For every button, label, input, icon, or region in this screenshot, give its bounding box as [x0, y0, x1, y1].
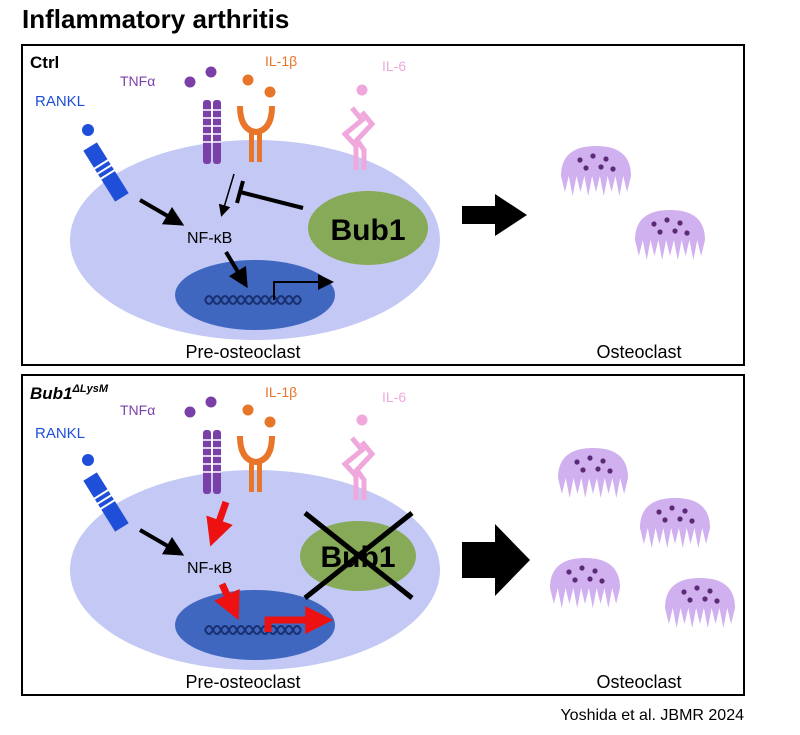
il6-ligand — [356, 84, 368, 96]
rankl-ligand — [82, 124, 94, 136]
il1b-ligand — [242, 74, 254, 86]
rankl-ligand — [82, 454, 94, 466]
osteoclast-cell — [635, 210, 705, 260]
bub1-deleted-cross-icon — [303, 511, 414, 600]
pre-osteoclast-label: Pre-osteoclast — [185, 672, 300, 692]
osteoclast-cell — [550, 558, 620, 608]
cytokine-signal-arrow — [206, 500, 233, 547]
nfkb-label: NF-κB — [187, 230, 232, 247]
il1b-label: IL-1β — [265, 53, 297, 69]
pre-osteoclast-cell — [70, 470, 440, 670]
il1b-ligand — [242, 404, 254, 416]
osteoclast-label: Osteoclast — [596, 672, 681, 692]
transcription-arrow — [264, 606, 334, 634]
il6-label: IL-6 — [382, 58, 406, 74]
osteoclast-label: Osteoclast — [596, 342, 681, 362]
osteoclast-cell — [558, 448, 628, 498]
rankl-label: RANKL — [35, 93, 85, 110]
tnfa-ligand — [184, 76, 196, 88]
il1b-label: IL-1β — [265, 384, 297, 400]
il6-receptor — [341, 106, 376, 170]
bub1-inhibition-bar — [235, 180, 245, 204]
panel-ctrl: Ctrl RANKL TNFα — [21, 44, 745, 366]
differentiation-arrow — [462, 524, 530, 596]
nfkb-label: NF-κB — [187, 560, 232, 577]
tnfa-label: TNFα — [120, 73, 155, 89]
cytokine-signal-arrow — [218, 173, 235, 217]
il1b-ligand — [264, 416, 276, 428]
tnfa-receptor — [203, 100, 221, 164]
bub1-protein — [308, 191, 428, 265]
tnfa-label: TNFα — [120, 402, 155, 418]
bub1-inhibition-line — [239, 190, 304, 210]
il1b-ligand — [264, 86, 276, 98]
panel-frame — [21, 374, 745, 696]
il6-ligand — [356, 414, 368, 426]
panel-bub1-lysm: Bub1ΔLysM RANKL TNFα IL-1β — [21, 374, 745, 696]
nfkb-to-nucleus-arrow — [224, 250, 248, 289]
pre-osteoclast-cell — [70, 140, 440, 340]
il1b-receptor — [237, 435, 275, 492]
rankl-label: RANKL — [35, 425, 85, 442]
osteoclast-group — [561, 146, 705, 260]
il6-label: IL-6 — [382, 389, 406, 405]
osteoclast-cell — [640, 498, 710, 548]
citation: Yoshida et al. JBMR 2024 — [560, 707, 744, 724]
pre-osteoclast-label: Pre-osteoclast — [185, 342, 300, 362]
tnfa-ligand — [205, 66, 217, 78]
tnfa-ligand — [184, 406, 196, 418]
transcription-arrow — [273, 274, 334, 300]
rankl-signal-arrow — [138, 198, 185, 226]
nucleus — [175, 590, 335, 660]
il1b-receptor — [237, 105, 275, 162]
differentiation-arrow — [462, 194, 527, 236]
tnfa-receptor — [203, 430, 221, 494]
rankl-receptor — [83, 142, 129, 202]
panel-label: Bub1ΔLysM — [30, 383, 109, 403]
rankl-receptor — [83, 472, 129, 532]
panel-label: Ctrl — [30, 53, 59, 72]
osteoclast-cell — [665, 578, 735, 628]
il6-receptor — [341, 436, 376, 500]
osteoclast-group — [550, 448, 735, 628]
nfkb-to-nucleus-arrow — [214, 582, 240, 621]
figure-title: Inflammatory arthritis — [22, 4, 290, 34]
nucleus — [175, 260, 335, 330]
rankl-signal-arrow — [138, 528, 185, 556]
bub1-label: Bub1 — [331, 214, 406, 247]
panel-frame — [21, 44, 745, 366]
osteoclast-cell — [561, 146, 631, 196]
tnfa-ligand — [205, 396, 217, 408]
